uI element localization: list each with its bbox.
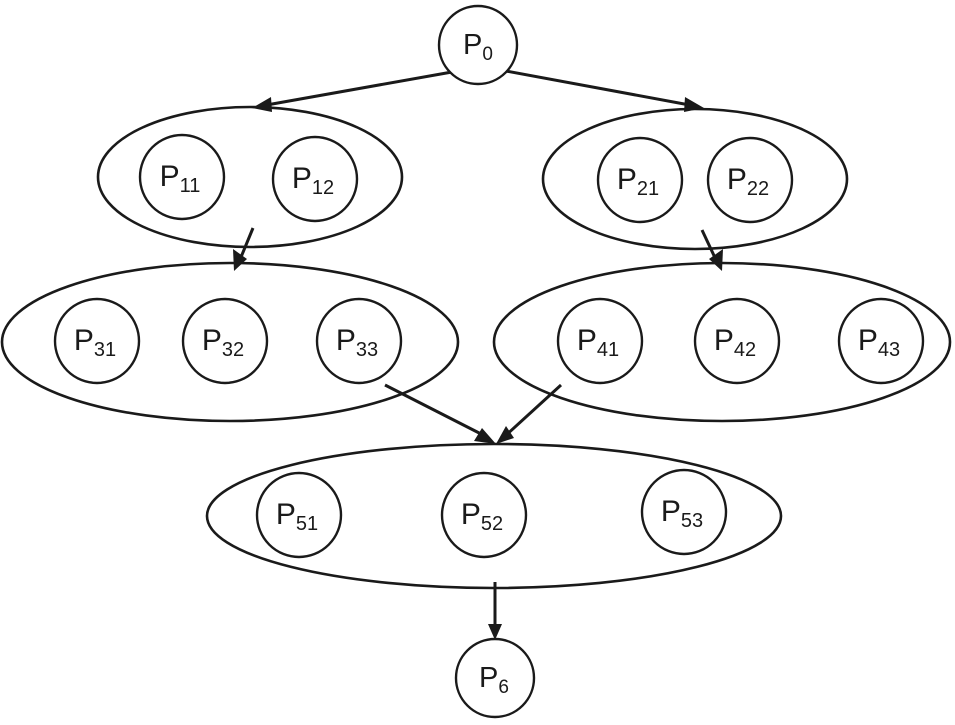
node-p6[interactable]: P6 [454, 637, 536, 719]
arrowhead-icon [684, 97, 704, 112]
node-label-subscript: 43 [878, 339, 900, 361]
edge-root-to-stage-1 [252, 70, 453, 112]
node-circle[interactable] [596, 136, 684, 224]
node-label-p41: P41 [577, 324, 619, 361]
node-circle[interactable] [440, 471, 528, 559]
arrowhead-icon [709, 249, 723, 271]
edge-stage-4-to-stage-5 [496, 383, 563, 444]
node-label-p21: P21 [617, 163, 659, 200]
node-label-p31: P31 [74, 324, 116, 361]
node-label-base: P [858, 324, 878, 357]
node-label-base: P [714, 324, 734, 357]
node-label-base: P [202, 324, 222, 357]
edge-line [384, 383, 488, 439]
arrowhead-icon [252, 97, 272, 112]
arrowhead-icon [474, 428, 496, 444]
edge-stage-2-to-stage-4 [700, 229, 723, 271]
node-label-subscript: 42 [734, 339, 756, 361]
node-circle[interactable] [556, 297, 644, 385]
node-label-subscript: 41 [597, 339, 619, 361]
node-circle[interactable] [255, 471, 343, 559]
node-circle[interactable] [437, 4, 519, 86]
node-label-base: P [463, 29, 482, 61]
node-p22[interactable]: P22 [706, 136, 794, 224]
node-p42[interactable]: P42 [693, 297, 781, 385]
node-p33[interactable]: P33 [315, 297, 403, 385]
node-label-subscript: 0 [482, 44, 493, 65]
node-label-subscript: 51 [296, 513, 318, 535]
node-label-base: P [617, 163, 637, 196]
arrowhead-icon [233, 249, 247, 271]
node-label-base: P [479, 662, 498, 694]
node-label-p43: P43 [858, 324, 900, 361]
node-label-base: P [461, 498, 481, 531]
edge-line [505, 69, 696, 108]
node-circle[interactable] [315, 297, 403, 385]
node-label-subscript: 6 [498, 677, 509, 698]
node-label-base: P [160, 160, 180, 193]
node-label-p51: P51 [276, 498, 318, 535]
node-label-subscript: 32 [222, 339, 244, 361]
arrowhead-icon [488, 624, 502, 640]
node-p53[interactable]: P53 [640, 468, 728, 556]
node-label-subscript: 12 [312, 177, 334, 199]
edge-line [260, 70, 453, 108]
node-circle[interactable] [138, 133, 226, 221]
edge-line [502, 383, 563, 439]
edge-stage-5-to-final [488, 582, 502, 640]
node-label-subscript: 21 [637, 178, 659, 200]
node-label-base: P [292, 162, 312, 195]
edge-stage-3-to-stage-5 [384, 383, 496, 444]
node-label-p22: P22 [727, 163, 769, 200]
node-label-subscript: 31 [94, 339, 116, 361]
node-circle[interactable] [181, 297, 269, 385]
node-p12[interactable]: P12 [271, 135, 359, 223]
node-label-p42: P42 [714, 324, 756, 361]
node-p41[interactable]: P41 [556, 297, 644, 385]
node-p0[interactable]: P0 [437, 4, 519, 86]
node-label-base: P [276, 498, 296, 531]
node-label-p33: P33 [336, 324, 378, 361]
node-circle[interactable] [693, 297, 781, 385]
arrowhead-icon [496, 426, 514, 444]
node-circle[interactable] [706, 136, 794, 224]
node-circle[interactable] [454, 637, 536, 719]
node-p52[interactable]: P52 [440, 471, 528, 559]
edge-stage-1-to-stage-3 [233, 227, 255, 271]
node-circle[interactable] [837, 297, 925, 385]
node-label-subscript: 52 [481, 513, 503, 535]
nodes-layer: P0 P11 P12 P21 [53, 4, 925, 719]
node-label-p52: P52 [461, 498, 503, 535]
node-label-p11: P11 [160, 160, 201, 197]
node-label-p32: P32 [202, 324, 244, 361]
node-label-base: P [336, 324, 356, 357]
node-label-base: P [661, 495, 681, 528]
node-p31[interactable]: P31 [53, 297, 141, 385]
node-label-subscript: 53 [681, 510, 703, 532]
node-label-p6: P6 [479, 662, 509, 698]
node-p32[interactable]: P32 [181, 297, 269, 385]
edge-root-to-stage-2 [505, 69, 704, 112]
node-circle[interactable] [640, 468, 728, 556]
node-label-subscript: 33 [356, 339, 378, 361]
node-label-p0: P0 [463, 29, 493, 65]
node-label-p53: P53 [661, 495, 703, 532]
edges-layer [233, 69, 723, 640]
node-p43[interactable]: P43 [837, 297, 925, 385]
node-p51[interactable]: P51 [255, 471, 343, 559]
node-circle[interactable] [271, 135, 359, 223]
node-label-base: P [727, 163, 747, 196]
node-label-base: P [74, 324, 94, 357]
node-p11[interactable]: P11 [138, 133, 226, 221]
node-p21[interactable]: P21 [596, 136, 684, 224]
node-circle[interactable] [53, 297, 141, 385]
node-label-p12: P12 [292, 162, 334, 199]
group-ellipse-stage-2[interactable] [541, 107, 849, 251]
node-label-base: P [577, 324, 597, 357]
node-label-subscript: 22 [747, 178, 769, 200]
node-label-subscript: 11 [180, 175, 201, 197]
